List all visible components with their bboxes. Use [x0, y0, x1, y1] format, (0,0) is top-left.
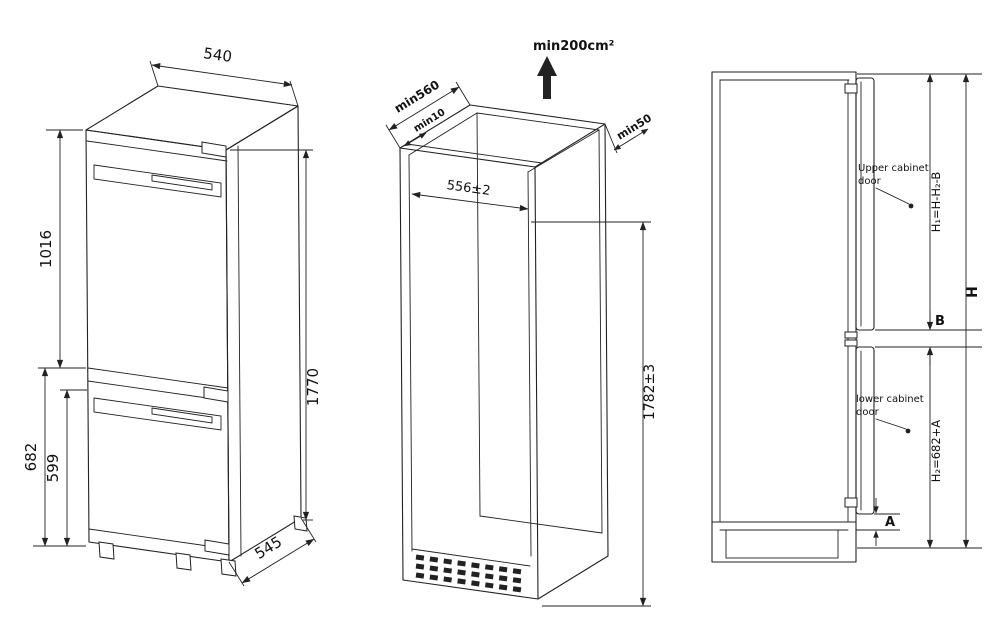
dimension-door-gap-B: B — [927, 311, 945, 366]
cabinet-carcass — [711, 71, 857, 563]
dimension-niche-width-556: 556±2 — [411, 178, 529, 212]
dimension-lower-door-formula: H₂=682+A — [926, 346, 943, 549]
lower-door-handle — [93, 397, 222, 431]
upper-door-label-line2: door — [858, 176, 882, 187]
upper-door-label-line1: Upper cabinet — [858, 163, 929, 174]
niche-interior — [408, 112, 603, 567]
cabinet-side-view: Upper cabinet door lower cabinet door H₁… — [711, 71, 982, 563]
fridge-top-face — [85, 85, 299, 151]
foot-front-middle — [175, 552, 192, 571]
niche-outline — [399, 104, 609, 600]
appliance-isometric-view: 540 1016 682 599 1770 545 — [22, 44, 322, 587]
dimension-niche-height-1782: 1782±3 — [531, 221, 658, 607]
hinge-middle-upper — [844, 331, 858, 339]
fridge-side-face — [225, 105, 302, 563]
cabinet-extension-lines — [857, 73, 982, 549]
lower-door-callout-dot — [905, 428, 911, 434]
dim-545-label: 545 — [251, 533, 285, 563]
upper-door-callout: Upper cabinet door — [858, 163, 929, 209]
upper-door-callout-dot — [908, 203, 914, 209]
dimension-upper-door-1016: 1016 — [37, 129, 86, 369]
niche-bottom-front-edge — [402, 579, 539, 600]
dimension-lower-door-599: 599 — [44, 389, 87, 547]
upper-door-formula-label: H₁=H-H₂-B — [929, 172, 943, 233]
fridge-front-details — [86, 140, 308, 577]
hinge-cap-bottom — [204, 539, 230, 556]
dimension-min50: min50 — [604, 111, 654, 154]
foot-front-left — [98, 541, 115, 560]
niche-bottom-side-edge — [537, 555, 609, 600]
niche-front-left-edge — [399, 147, 404, 581]
lower-appliance-door — [855, 346, 875, 515]
dimension-lower-section-682: 682 — [22, 367, 86, 547]
bottom-gap-label: A — [885, 515, 895, 530]
upper-appliance-door — [855, 77, 875, 331]
dimension-bottom-gap-A: A — [856, 498, 900, 546]
ventilation-annotation: min200cm² — [533, 39, 614, 99]
foot-back-right — [293, 515, 308, 532]
hinge-middle-lower — [844, 339, 858, 347]
hinge-cap-middle — [203, 386, 229, 403]
dim-682-label: 682 — [22, 443, 40, 472]
door-divider-top — [87, 367, 229, 389]
dim-556-label: 556±2 — [446, 178, 492, 199]
niche-back-right-edge — [604, 123, 609, 557]
foot-front-right — [220, 558, 237, 577]
dimension-upper-door-formula: H₁=H-H₂-B — [926, 73, 943, 331]
dim-min560-label: min560 — [392, 78, 442, 116]
lower-door-formula-label: H₂=682+A — [929, 420, 943, 482]
door-gap-label: B — [935, 314, 945, 329]
dim-1016-label: 1016 — [37, 230, 55, 268]
hinge-top — [844, 83, 858, 94]
fridge-body-outline — [85, 85, 302, 563]
airflow-up-arrow-icon — [537, 56, 557, 76]
dim-599-label: 599 — [44, 454, 62, 483]
dim-1782-label: 1782±3 — [642, 364, 658, 420]
dimension-width-540: 540 — [149, 44, 299, 107]
dimension-overall-height-H: H — [962, 73, 981, 549]
vent-area-label: min200cm² — [533, 39, 614, 54]
dim-540-label: 540 — [202, 44, 233, 66]
cabinet-outline — [711, 71, 857, 563]
niche-front-right-edge — [534, 166, 539, 600]
plinth — [725, 529, 839, 559]
dim-min10-label: min10 — [412, 107, 448, 135]
overall-height-label: H — [965, 286, 981, 298]
lower-door-label-line2: door — [856, 407, 880, 418]
lower-door-callout: lower cabinet door — [856, 394, 924, 434]
lower-door-label-line1: lower cabinet — [856, 394, 924, 405]
upper-door-handle — [93, 164, 222, 198]
hinge-cap-top — [201, 141, 227, 158]
niche-isometric-view: min200cm² min560 min10 min50 556±2 1782±… — [385, 39, 658, 607]
ventilation-grille — [415, 554, 523, 593]
dimension-min10: min10 — [403, 107, 448, 147]
dim-1770-label: 1770 — [304, 368, 322, 406]
dimension-total-height-1770: 1770 — [230, 149, 322, 521]
door-side-edge — [237, 145, 242, 557]
appliance-doors — [844, 77, 875, 515]
hinge-bottom — [844, 497, 858, 508]
